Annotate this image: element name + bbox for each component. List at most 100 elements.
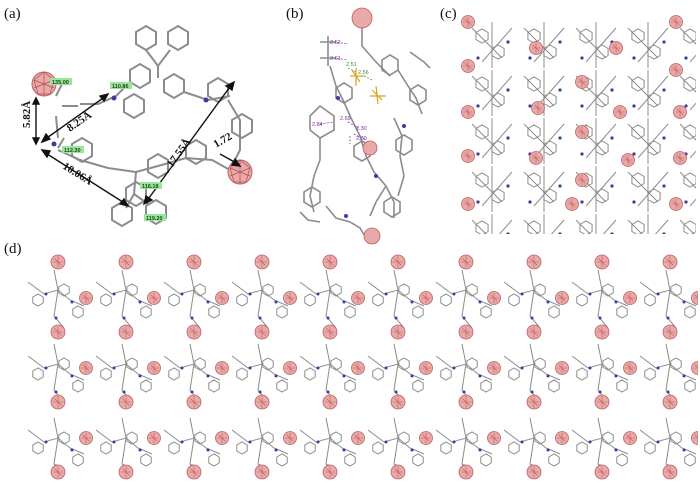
carborane-cage bbox=[283, 361, 297, 375]
carborane-cage bbox=[118, 324, 134, 340]
carborane-cage bbox=[351, 431, 365, 445]
carborane-cage bbox=[487, 291, 501, 305]
carborane-cage bbox=[669, 15, 683, 29]
carborane-cage bbox=[461, 197, 475, 211]
panel-c-label: (c) bbox=[440, 6, 457, 22]
panel-d-packing bbox=[27, 254, 698, 480]
carborane-cage bbox=[118, 254, 134, 270]
contact-label: 2.30 bbox=[356, 126, 367, 132]
distance-label: 1.72 bbox=[212, 130, 235, 150]
carborane-cage bbox=[461, 59, 475, 73]
carborane-cage bbox=[254, 464, 270, 480]
carborane-cage bbox=[662, 254, 678, 270]
carborane-cage bbox=[390, 394, 406, 410]
angle-label: 135.00 bbox=[52, 80, 69, 86]
carborane-cage bbox=[662, 464, 678, 480]
carborane-cage bbox=[419, 431, 433, 445]
carborane-cage bbox=[254, 394, 270, 410]
panel-b-label: (b) bbox=[286, 6, 304, 22]
carborane-cage bbox=[147, 291, 161, 305]
carborane-cage bbox=[575, 173, 589, 187]
carborane-cage bbox=[458, 394, 474, 410]
distance-label: 17.55Å bbox=[165, 136, 194, 170]
contact-label: 2.52 bbox=[330, 40, 341, 46]
carborane-cage bbox=[147, 361, 161, 375]
carborane-cage bbox=[254, 324, 270, 340]
contact-label: 2.56 bbox=[358, 70, 369, 76]
carborane-cage bbox=[662, 394, 678, 410]
carborane-cage bbox=[691, 361, 698, 375]
carborane-cage bbox=[555, 291, 569, 305]
carborane-cage bbox=[623, 361, 637, 375]
carborane-cage bbox=[594, 464, 610, 480]
carborane-cage bbox=[565, 197, 579, 211]
framework-bonds bbox=[471, 22, 696, 234]
panel-b-structure: 2.52 2.61 2.84 2.69 2.30 2.30 2.51 2.56 bbox=[299, 7, 431, 245]
panel-a-structure: 135.00 110.86 112.30 116.18 119.20 5.82Å… bbox=[21, 24, 253, 228]
carborane-cage bbox=[322, 324, 338, 340]
carborane-cage bbox=[526, 324, 542, 340]
panel-c-framework bbox=[461, 15, 696, 234]
carborane-cage bbox=[594, 254, 610, 270]
carborane-cage bbox=[458, 254, 474, 270]
carborane-cage bbox=[215, 291, 229, 305]
distance-label: 8.25Å bbox=[65, 109, 94, 134]
contact-label: 2.84 bbox=[312, 122, 323, 128]
carborane-cage bbox=[621, 153, 635, 167]
carborane-cage bbox=[691, 431, 698, 445]
carborane-cage bbox=[390, 254, 406, 270]
carborane-cage bbox=[50, 324, 66, 340]
carborane-cage bbox=[50, 394, 66, 410]
carborane-cage bbox=[186, 464, 202, 480]
panel-a-label: (a) bbox=[4, 6, 21, 22]
carborane-cage bbox=[50, 254, 66, 270]
carborane-cage bbox=[673, 105, 687, 119]
contact-label: 2.30 bbox=[356, 136, 367, 142]
angle-label: 110.86 bbox=[112, 84, 129, 90]
carborane-cage bbox=[461, 105, 475, 119]
carborane-cage bbox=[623, 431, 637, 445]
carborane-cage bbox=[118, 394, 134, 410]
carborane-cage bbox=[623, 291, 637, 305]
carborane-cage bbox=[575, 75, 589, 89]
carborane-cage bbox=[283, 431, 297, 445]
carborane-cage bbox=[575, 125, 589, 139]
carborane-cage bbox=[555, 361, 569, 375]
carborane-cage bbox=[594, 324, 610, 340]
carborane-cage bbox=[390, 324, 406, 340]
carborane-cage bbox=[458, 464, 474, 480]
carborane-cage bbox=[594, 394, 610, 410]
cage-layer bbox=[50, 254, 698, 480]
carborane-cage bbox=[662, 324, 678, 340]
carborane-cage bbox=[669, 197, 683, 211]
carborane-cage bbox=[526, 254, 542, 270]
carborane-cage bbox=[283, 291, 297, 305]
carborane-cage bbox=[79, 291, 93, 305]
distance-label: 10.06Å bbox=[60, 160, 94, 188]
carborane-cage bbox=[322, 394, 338, 410]
contact-label: 2.61 bbox=[330, 56, 341, 62]
carborane-cage bbox=[79, 361, 93, 375]
carborane-cage bbox=[79, 431, 93, 445]
carborane-cage bbox=[529, 41, 543, 55]
carborane-cage bbox=[487, 361, 501, 375]
carborane-cage bbox=[673, 151, 687, 165]
carborane-cage bbox=[526, 394, 542, 410]
carborane-cage bbox=[186, 324, 202, 340]
carborane-cage bbox=[691, 291, 698, 305]
carborane-cage bbox=[351, 291, 365, 305]
carborane-cage bbox=[419, 361, 433, 375]
carborane-cage bbox=[390, 464, 406, 480]
carborane-cage bbox=[322, 254, 338, 270]
carborane-cage bbox=[529, 151, 543, 165]
carborane-cage bbox=[50, 464, 66, 480]
carborane-cage bbox=[458, 324, 474, 340]
angle-label: 112.30 bbox=[64, 148, 81, 154]
angle-label: 116.18 bbox=[142, 184, 159, 190]
carborane-cage bbox=[555, 431, 569, 445]
carborane-cage bbox=[254, 254, 270, 270]
carborane-cage bbox=[351, 361, 365, 375]
carborane-cage bbox=[526, 464, 542, 480]
carborane-cage bbox=[215, 361, 229, 375]
distance-label: 5.82Å bbox=[21, 101, 33, 128]
